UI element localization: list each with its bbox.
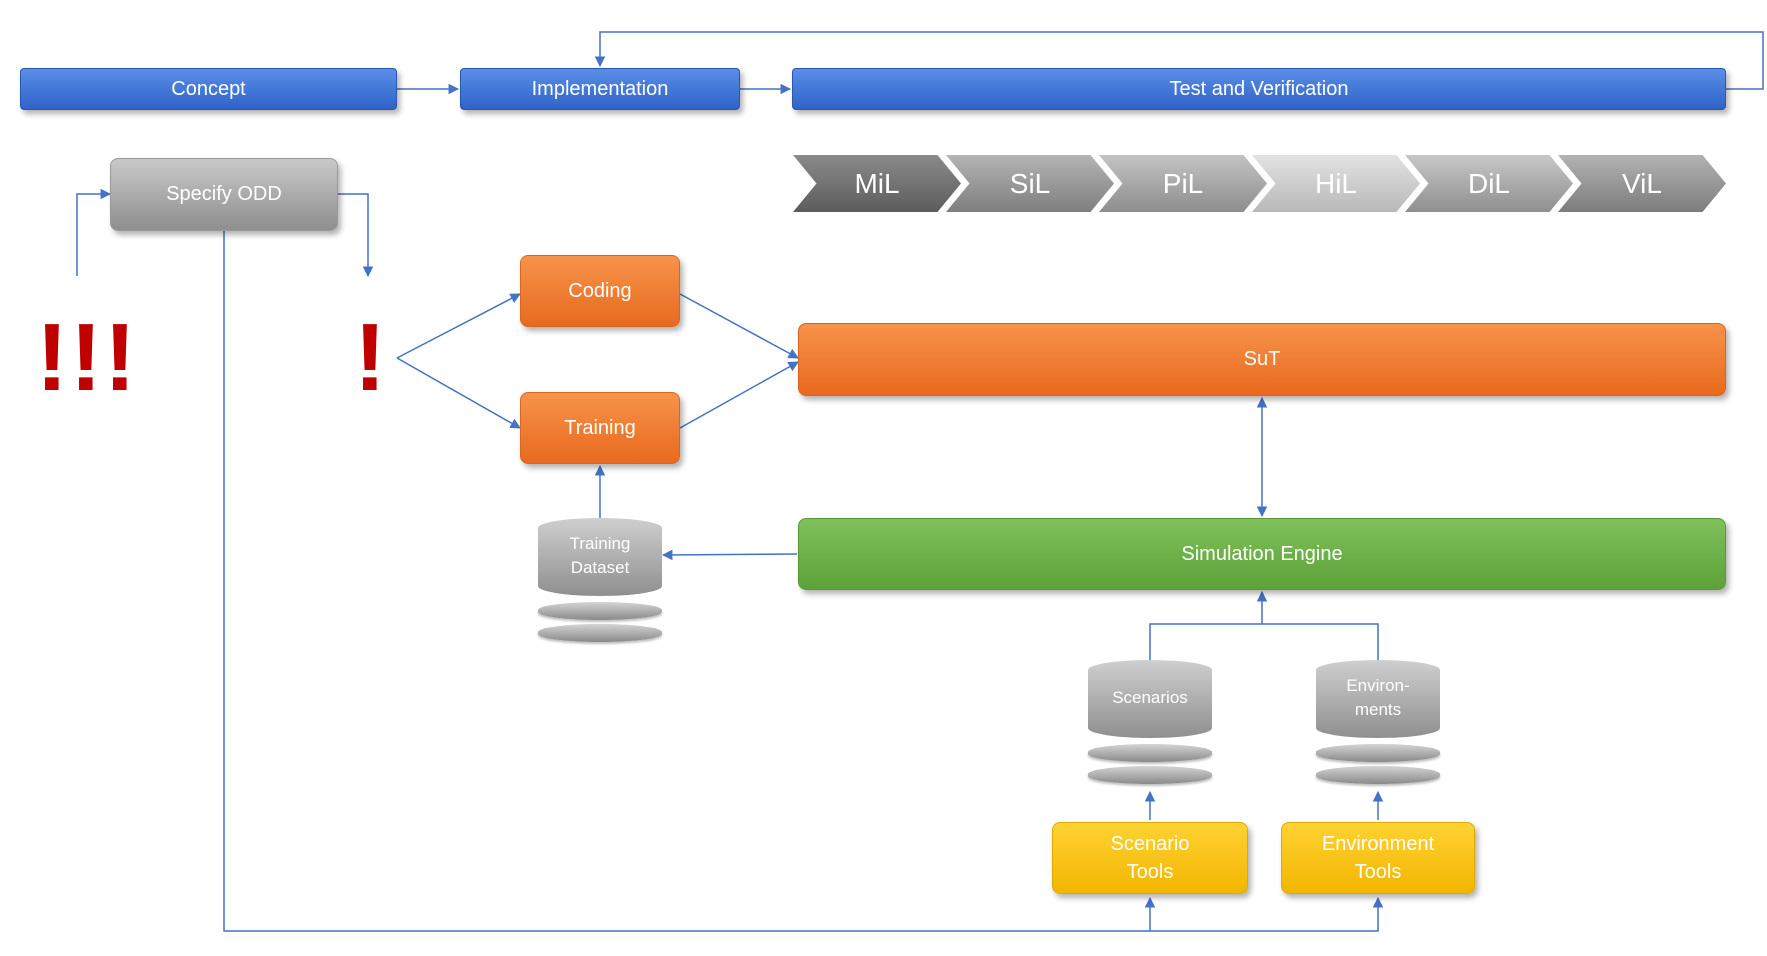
environments-label-line1: Environ-	[1346, 676, 1410, 695]
warning-triple-exclamation: !!!	[36, 304, 138, 411]
phase-implementation: Implementation	[460, 68, 740, 110]
simulation-engine-box: Simulation Engine	[798, 518, 1726, 590]
line-scenarios-up	[1149, 623, 1379, 660]
scenario-tools-box: Scenario Tools	[1052, 822, 1248, 894]
database-disk	[538, 624, 662, 642]
environment-tools-box: Environment Tools	[1281, 822, 1475, 894]
training-box: Training	[520, 392, 680, 464]
line-odd-to-tools	[223, 231, 1384, 932]
environments-database-icon: Environ- ments	[1316, 660, 1440, 790]
arrow-bang-to-odd	[76, 188, 112, 276]
scenarios-database-icon: Scenarios	[1088, 660, 1212, 790]
stage-vil: ViL	[1558, 155, 1726, 212]
stage-hil: HiL	[1252, 155, 1420, 212]
database-body	[538, 518, 662, 596]
database-disk	[1316, 744, 1440, 762]
stage-mil: MiL	[793, 155, 961, 212]
arrow-odd-to-bang	[338, 193, 374, 278]
phase-test-and-verification: Test and Verification	[792, 68, 1726, 110]
training-dataset-label-line1: Training	[569, 534, 631, 553]
database-disk	[1088, 766, 1212, 784]
stage-pil: PiL	[1099, 155, 1267, 212]
training-dataset-label-line2: Dataset	[570, 558, 630, 577]
scenarios-label: Scenarios	[1112, 688, 1188, 707]
arrow-engine-to-dataset	[661, 549, 798, 561]
arrow-test-feedback-loop	[594, 31, 1764, 90]
arrow-coding-to-sut	[679, 293, 799, 359]
arrow-to-training	[396, 357, 521, 429]
database-body	[1316, 660, 1440, 738]
environments-label-line2: ments	[1354, 700, 1402, 719]
database-body	[1088, 660, 1212, 738]
coding-box: Coding	[520, 255, 680, 327]
database-disk	[538, 602, 662, 620]
sut-box: SuT	[798, 323, 1726, 396]
arrow-to-coding	[396, 293, 521, 359]
training-dataset-database-icon: Training Dataset	[538, 518, 662, 648]
specify-odd-box: Specify ODD	[110, 158, 338, 231]
stage-dil: DiL	[1405, 155, 1573, 212]
warning-single-exclamation: !	[354, 304, 386, 411]
stage-sil: SiL	[946, 155, 1114, 212]
environment-tools-label-line1: Environment	[1321, 833, 1435, 855]
phase-concept: Concept	[20, 68, 397, 110]
database-disk	[1088, 744, 1212, 762]
scenario-tools-label-line1: Scenario	[1110, 833, 1190, 855]
arrow-training-to-sut	[679, 361, 799, 429]
environment-tools-label-line2: Tools	[1354, 861, 1402, 883]
database-disk	[1316, 766, 1440, 784]
scenario-tools-label-line2: Tools	[1126, 861, 1174, 883]
